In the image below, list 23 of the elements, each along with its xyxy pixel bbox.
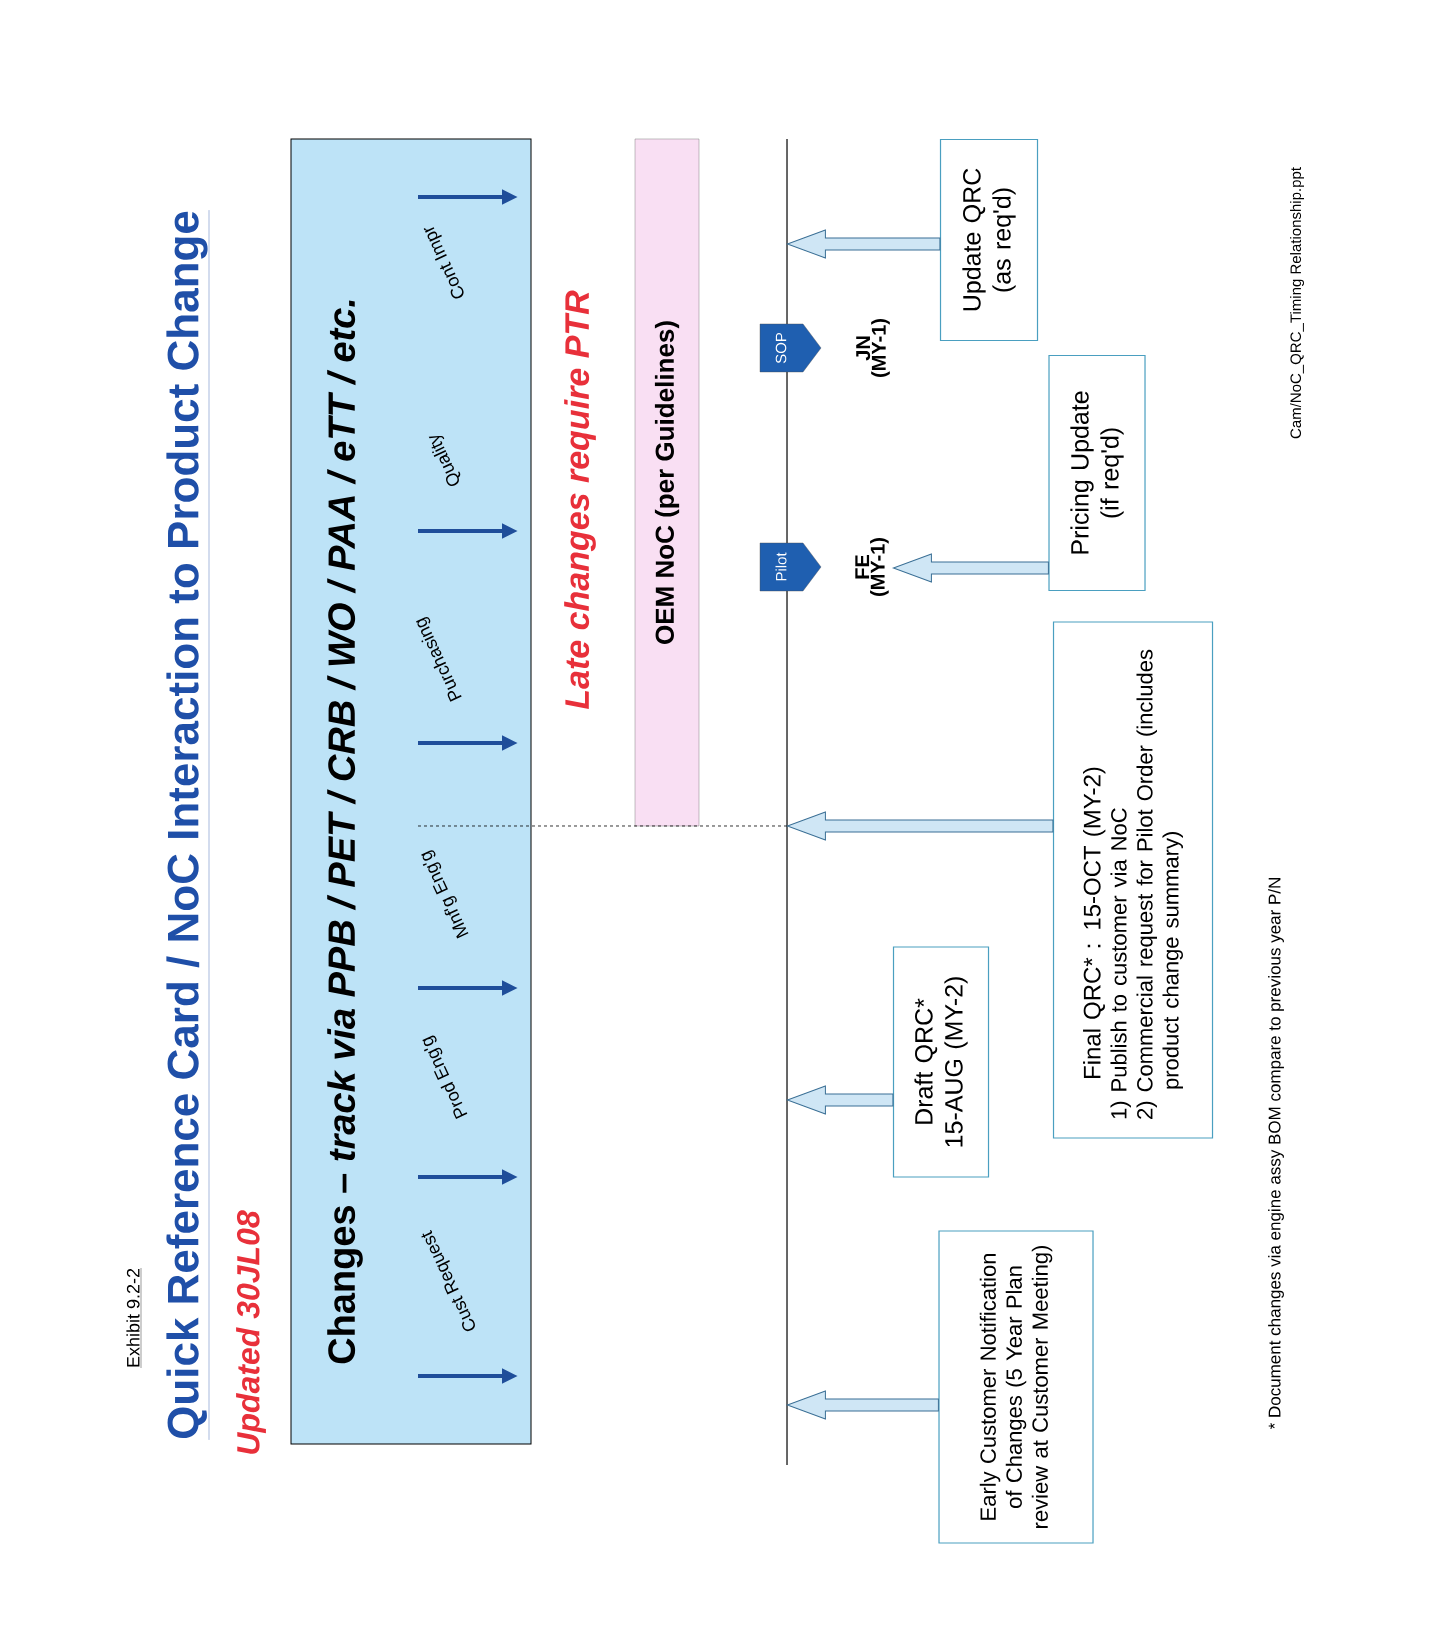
milestone-date: FE (MY-1) <box>855 538 889 596</box>
text-box: Final QRC* : 15-OCT (MY-2) 1) Publish to customer via NoC 2) Commercial request for Pilot Order (includes product change summary) <box>1052 621 1214 1139</box>
milestone-date: JN (MY-1) <box>856 319 890 377</box>
text-box: Early Customer Notification of Changes (5 Year Plan review at Customer Meeting) <box>938 1230 1094 1544</box>
arrow-label: Mnf'g Eng'g <box>421 850 469 939</box>
title: Quick Reference Card / NoC Interaction to Product Change <box>166 209 210 1441</box>
arrow-label: Prod Eng'g <box>422 1035 468 1120</box>
note: Late changes require PTR <box>564 290 596 710</box>
hollow-arrow <box>892 553 1049 583</box>
milestone-flag: Pilot <box>759 542 822 592</box>
text-box: Update QRC (as req'd) <box>939 138 1039 342</box>
hollow-arrow <box>786 811 1054 841</box>
arrow-label: Cont Impr <box>423 227 464 299</box>
exhibit-number: Exhibit 9.2-2 <box>126 1267 142 1369</box>
text-box: Draft QRC* 15-AUG (MY-2) <box>892 946 990 1178</box>
hollow-arrow <box>786 229 941 259</box>
guideline-box: OEM NoC (per Guidelines) <box>634 138 700 827</box>
hollow-arrow <box>786 1390 939 1420</box>
milestone-flag: SOP <box>759 323 822 373</box>
hollow-arrow <box>786 1085 894 1115</box>
text-box: Pricing Update (if req'd) <box>1048 354 1146 592</box>
file-name: Cam/NoC_QRC_Timing Relationship.ppt <box>1290 167 1304 439</box>
footnote: * Document changes via engine assy BOM compare to previous year P/N <box>1268 878 1284 1430</box>
